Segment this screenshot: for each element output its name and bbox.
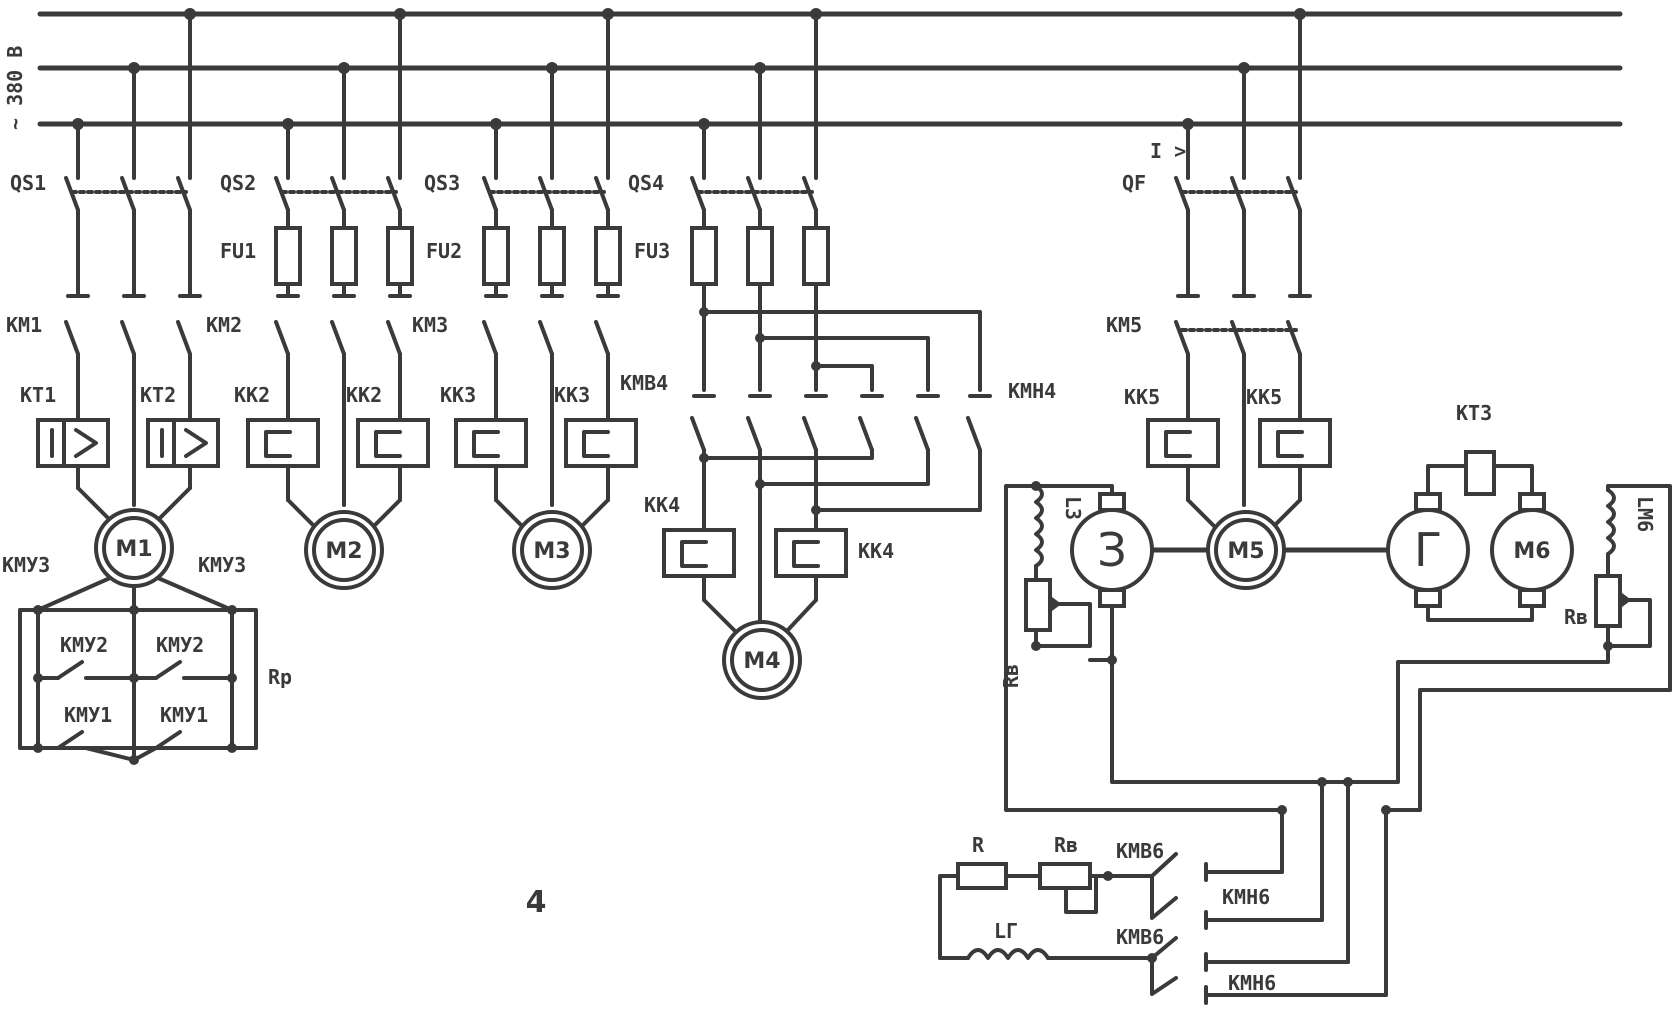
m3-motor-label: M3 (533, 539, 570, 564)
m3-fuse-label: FU2 (426, 239, 462, 263)
branch-m3 (454, 8, 638, 590)
m5-relay-left-label: KK5 (1124, 385, 1160, 409)
m1-switch-label: QS1 (10, 171, 46, 195)
m2-relay-right-label: KK2 (346, 383, 382, 407)
m5-breaker-label: QF (1122, 171, 1146, 195)
m5-motor-label: M5 (1227, 539, 1264, 564)
m3-switch-label: QS3 (424, 171, 460, 195)
m2-fuse-label: FU1 (220, 239, 256, 263)
m6-motor-label: M6 (1513, 539, 1550, 564)
branch-m5 (1004, 8, 1672, 997)
m2-relay-left-label: KK2 (234, 383, 270, 407)
m1-stage2-left-label: KMУ2 (60, 633, 108, 657)
branch-m4 (662, 8, 992, 700)
exciter-rheostat-label: Rв (999, 664, 1023, 688)
m4-forward-label: KMB4 (620, 371, 668, 395)
m6-rheostat-label: Rв (1564, 605, 1588, 629)
m1-motor-label: M1 (115, 537, 152, 562)
m1-stage2-right-label: KMУ2 (156, 633, 204, 657)
control-fwd-bot-label: KMB6 (1116, 925, 1164, 949)
supply-voltage-label: ~ 380 В (3, 46, 27, 130)
m3-contactor-label: KM3 (412, 313, 448, 337)
m2-contactor-label: KM2 (206, 313, 242, 337)
m1-stage1-right-label: KMУ1 (160, 703, 208, 727)
control-rheostat-label: Rв (1054, 833, 1078, 857)
supply-bus (37, 11, 1623, 127)
m5-breaker-trip-label: I > (1150, 139, 1186, 163)
control-circuit (938, 852, 1388, 1005)
control-gen-field-label: LГ (994, 919, 1018, 943)
m4-reverse-label: KMH4 (1008, 379, 1056, 403)
m4-motor-label: M4 (743, 649, 780, 674)
m1-star-left-label: KMУ3 (2, 553, 50, 577)
m1-relay-left-label: KT1 (20, 383, 56, 407)
m5-relay-right-label: KK5 (1246, 385, 1282, 409)
figure-number: 4 (526, 885, 547, 920)
m4-relay-left-label: KK4 (644, 493, 680, 517)
m4-relay-right-label: KK4 (858, 539, 894, 563)
m2-switch-label: QS2 (220, 171, 256, 195)
branch-m2 (246, 8, 430, 590)
m1-relay-right-label: KT2 (140, 383, 176, 407)
m3-relay-left-label: KK3 (440, 383, 476, 407)
branch-m1 (18, 8, 258, 765)
m4-fuse-label: FU3 (634, 239, 670, 263)
m1-contactor-label: KM1 (6, 313, 42, 337)
m2-motor-label: M2 (325, 539, 362, 564)
control-rev-top-label: KMH6 (1222, 885, 1270, 909)
exciter-label: З (1097, 523, 1127, 577)
exciter-field-label: LЗ (1061, 496, 1085, 520)
m5-time-relay-label: KT3 (1456, 401, 1492, 425)
m1-resistor-label: Rp (268, 665, 292, 689)
control-resistor-label: R (972, 833, 985, 857)
m3-relay-right-label: KK3 (554, 383, 590, 407)
m1-stage1-left-label: KMУ1 (64, 703, 112, 727)
m1-star-right-label: KMУ3 (198, 553, 246, 577)
m6-field-label: LM6 (1633, 496, 1657, 532)
generator-label: Г (1414, 523, 1442, 577)
m5-contactor-label: KM5 (1106, 313, 1142, 337)
control-fwd-top-label: KMB6 (1116, 839, 1164, 863)
control-rev-bot-label: KMH6 (1228, 971, 1276, 995)
m4-switch-label: QS4 (628, 171, 664, 195)
